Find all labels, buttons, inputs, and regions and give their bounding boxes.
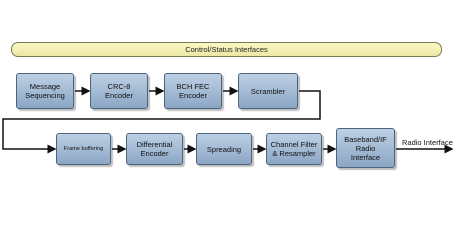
flow-connectors <box>2 86 454 154</box>
bch-fec-encoder-block: BCH FEC Encoder <box>164 73 222 109</box>
control-status-interfaces-bar: Control/Status Interfaces <box>11 42 442 57</box>
channel-filter-resampler-block: Channel Filter & Resampler <box>266 133 322 165</box>
baseband-if-radio-interface-block: Baseband/IF Radio Interface <box>336 128 395 168</box>
spreading-block: Spreading <box>196 133 252 165</box>
scrambler-block: Scrambler <box>238 73 298 109</box>
frame-buffering-block: Frame buffering <box>56 133 111 165</box>
differential-encoder-block: Differential Encoder <box>126 133 183 165</box>
crc8-encoder-block: CRC-8 Encoder <box>90 73 148 109</box>
message-sequencing-block: Message Sequencing <box>16 73 74 109</box>
radio-interface-output-label: Radio Interface <box>402 138 453 147</box>
arrow-scrambler-frame <box>2 90 321 154</box>
